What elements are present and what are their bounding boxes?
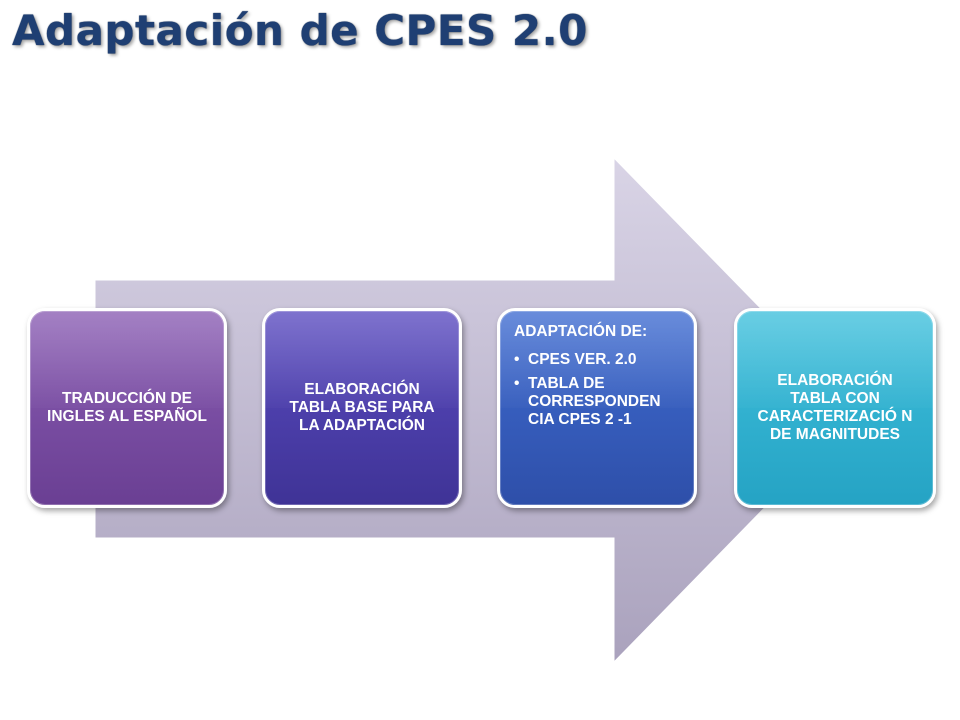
step-3-heading: ADAPTACIÓN DE: [514, 323, 648, 340]
step-4-text: ELABORACIÓN TABLA CON CARACTERIZACIÓ N D… [757, 372, 913, 443]
step-adaptation: ADAPTACIÓN DE: CPES VER. 2.0 TABLA DE CO… [497, 308, 697, 508]
step-3-bullet: TABLA DE CORRESPONDEN CIA CPES 2 -1 [514, 375, 680, 429]
step-2-text: ELABORACIÓN TABLA BASE PARA LA ADAPTACIÓ… [289, 381, 435, 434]
step-1-text: TRADUCCIÓN DE INGLES AL ESPAÑOL [47, 390, 207, 425]
slide-title: Adaptación de CPES 2.0 [12, 6, 588, 55]
step-characterization-table: ELABORACIÓN TABLA CON CARACTERIZACIÓ N D… [734, 308, 936, 508]
arrow-shape [94, 156, 861, 664]
step-base-table: ELABORACIÓN TABLA BASE PARA LA ADAPTACIÓ… [262, 308, 462, 508]
step-3-bullet: CPES VER. 2.0 [514, 351, 680, 369]
step-3-bullet-list: CPES VER. 2.0 TABLA DE CORRESPONDEN CIA … [514, 351, 680, 429]
step-translation: TRADUCCIÓN DE INGLES AL ESPAÑOL [27, 308, 227, 508]
